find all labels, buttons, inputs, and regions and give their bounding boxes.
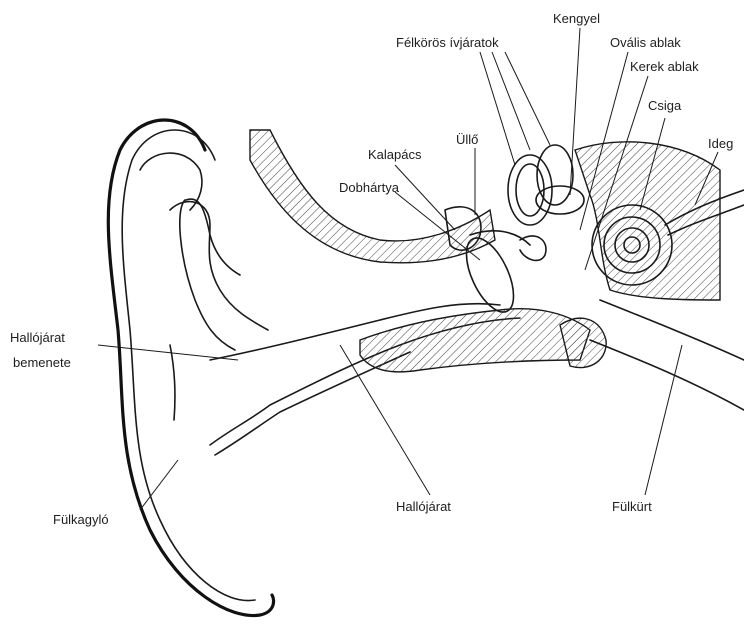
leader-kengyel [570, 28, 580, 195]
label-ideg: Ideg [708, 136, 733, 152]
label-ovalis-ablak: Ovális ablak [610, 35, 681, 51]
label-hallojarat-bemenete-line2: bemenete [13, 355, 71, 371]
label-ullo: Üllő [456, 132, 478, 148]
label-fulkagylo: Fülkagyló [53, 512, 109, 528]
temporal-bone [250, 130, 720, 372]
ossicles [445, 207, 546, 319]
label-kengyel: Kengyel [553, 11, 600, 27]
leader-kalapacs [395, 165, 455, 230]
label-dobhartya: Dobhártya [339, 180, 399, 196]
leader-felkoros-3 [505, 52, 550, 145]
pinna [108, 120, 273, 616]
leader-felkoros-1 [480, 52, 515, 165]
label-hallojarat-bemenete-line1: Hallójárat [10, 330, 65, 346]
label-fulkurt: Fülkürt [612, 499, 652, 515]
leader-fulkurt [645, 345, 682, 495]
label-kalapacs: Kalapács [368, 147, 421, 163]
label-hallojarat: Hallójárat [396, 499, 451, 515]
leader-felkoros-2 [492, 52, 530, 150]
label-felkoros-ivjaratok: Félkörös ívjáratok [396, 35, 499, 51]
label-kerek-ablak: Kerek ablak [630, 59, 699, 75]
eustachian-tube [590, 300, 744, 410]
label-csiga: Csiga [648, 98, 681, 114]
leader-fulkagylo [140, 460, 178, 510]
